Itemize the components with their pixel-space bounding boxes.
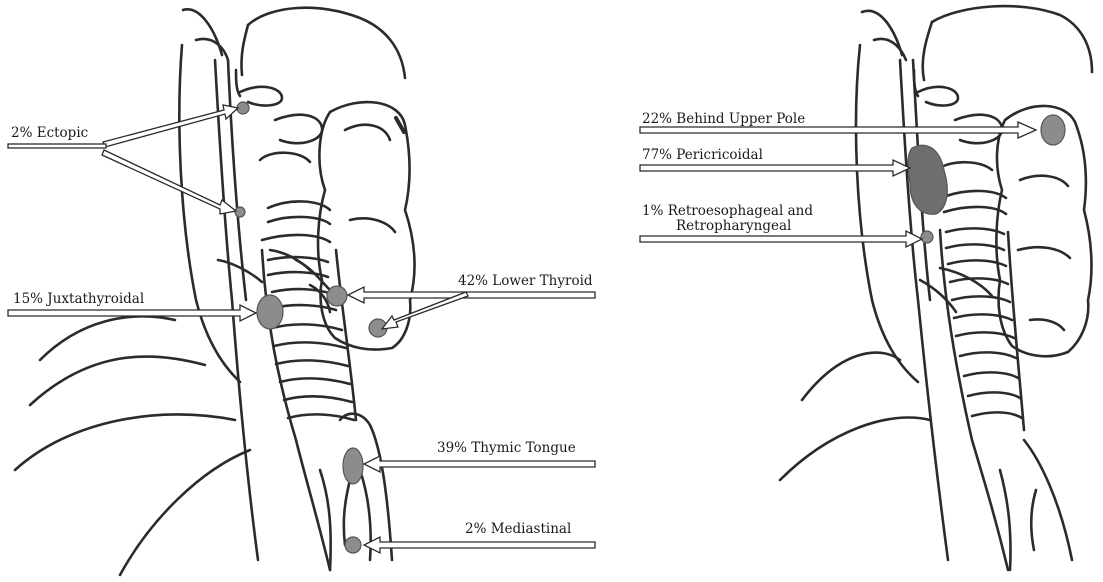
right-neck-anatomy	[780, 6, 1092, 570]
ectopic-label: 2% Ectopic	[11, 126, 88, 141]
lower-thyroid-label: 42% Lower Thyroid	[458, 274, 593, 289]
ectopic-arrow-lower	[102, 150, 236, 214]
mediastinal-gland	[345, 537, 361, 553]
mediastinal-arrow	[364, 537, 595, 553]
thymic-tongue-arrow	[364, 456, 595, 472]
thymic-tongue-gland	[343, 448, 363, 484]
mediastinal-label: 2% Mediastinal	[465, 522, 571, 537]
behind-upper-pole-label: 22% Behind Upper Pole	[642, 112, 805, 127]
retroesophageal-gland	[921, 231, 933, 243]
juxtathyroidal-label: 15% Juxtathyroidal	[13, 292, 144, 307]
pericricoidal-gland	[908, 145, 947, 214]
retroesophageal-label-line2: Retropharyngeal	[676, 219, 791, 234]
ectopic-gland-lower	[235, 207, 245, 217]
lower-thyroid-gland-1	[327, 286, 347, 306]
right-glands	[908, 115, 1065, 243]
lower-thyroid-arrow-1	[348, 287, 595, 303]
retroesophageal-label-line1: 1% Retroesophageal and	[642, 204, 813, 219]
ectopic-label-bar	[8, 144, 106, 148]
juxtathyroidal-arrow	[8, 305, 256, 321]
upper-pole-gland	[1041, 115, 1065, 145]
thymic-tongue-label: 39% Thymic Tongue	[437, 441, 576, 456]
pericricoidal-label: 77% Pericricoidal	[642, 148, 763, 163]
juxtathyroidal-gland	[257, 295, 283, 329]
